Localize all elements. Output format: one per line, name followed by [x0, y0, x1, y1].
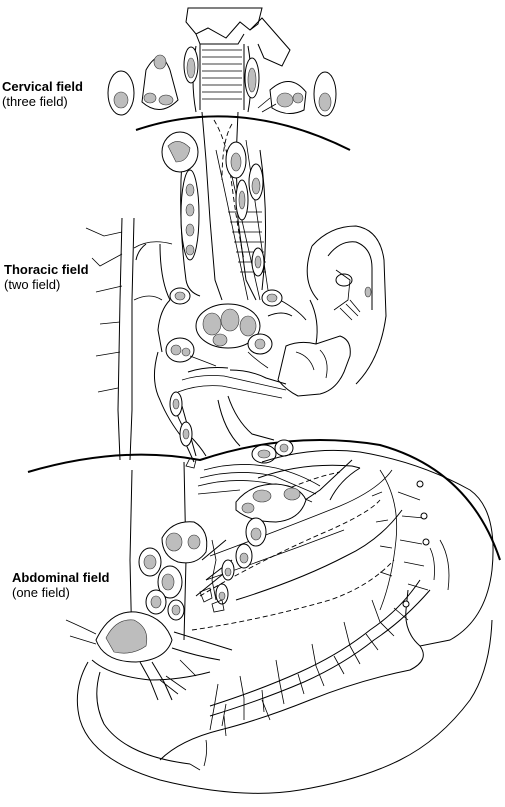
left-atrium-outline: [135, 243, 351, 397]
thoracic-field-subtitle: (two field): [4, 277, 61, 292]
abdominal-field-subtitle: (one field): [12, 585, 70, 600]
thoracic-field-title: Thoracic field: [4, 262, 89, 277]
azygos-vein-branches: [85, 217, 173, 461]
thoracic-field-label: Thoracic field (two field): [4, 262, 89, 292]
hepatic-artery-nodes: [65, 611, 233, 701]
aortic-arch: [306, 225, 387, 385]
cervical-field-subtitle: (three field): [2, 94, 68, 109]
cardiac-lymph-nodes: [235, 483, 307, 569]
duodenum-antrum: [76, 619, 493, 794]
cervical-lymph-nodes: [107, 46, 337, 117]
abdominal-boundary-line: [27, 439, 501, 561]
cervical-boundary-line: [135, 115, 351, 151]
carina-subcarinal-nodes: [157, 287, 307, 369]
celiac-lymph-nodes: [138, 521, 235, 621]
cervical-field-title: Cervical field: [2, 79, 83, 94]
stomach: [159, 449, 494, 761]
abdominal-field-title: Abdominal field: [12, 570, 110, 585]
gastroepiploic-arcade: [209, 579, 431, 737]
upper-thoracic-esophagus: [161, 111, 269, 301]
cervical-field-label: Cervical field (three field): [2, 79, 83, 109]
abdominal-field-label: Abdominal field (one field): [12, 570, 110, 600]
lower-thoracic-esophagus: [154, 351, 294, 469]
